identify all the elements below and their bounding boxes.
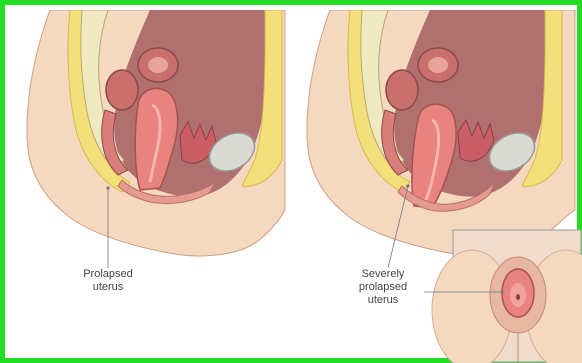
left-bowel-loop-inner [148, 57, 168, 73]
label-line: uterus [343, 294, 423, 307]
left-leader-dot [106, 186, 109, 189]
label-line: Severely [343, 268, 423, 281]
inset-leader-dot [500, 290, 503, 293]
right-bowel-loop-2 [386, 70, 418, 110]
label-prolapsed-uterus: Prolapsed uterus [63, 268, 153, 294]
right-bowel-loop-inner [428, 57, 448, 73]
label-line: prolapsed [343, 281, 423, 294]
anatomy-illustration [10, 10, 582, 363]
left-sagittal-section [27, 10, 285, 268]
left-bowel-loop-2 [106, 70, 138, 110]
label-severely-prolapsed-uterus: Severely prolapsed uterus [343, 268, 423, 307]
label-line: uterus [63, 281, 153, 294]
right-leader-dot [406, 184, 409, 187]
label-line: Prolapsed [63, 268, 153, 281]
right-sagittal-section [307, 10, 575, 268]
inset-cervical-os [516, 294, 520, 300]
